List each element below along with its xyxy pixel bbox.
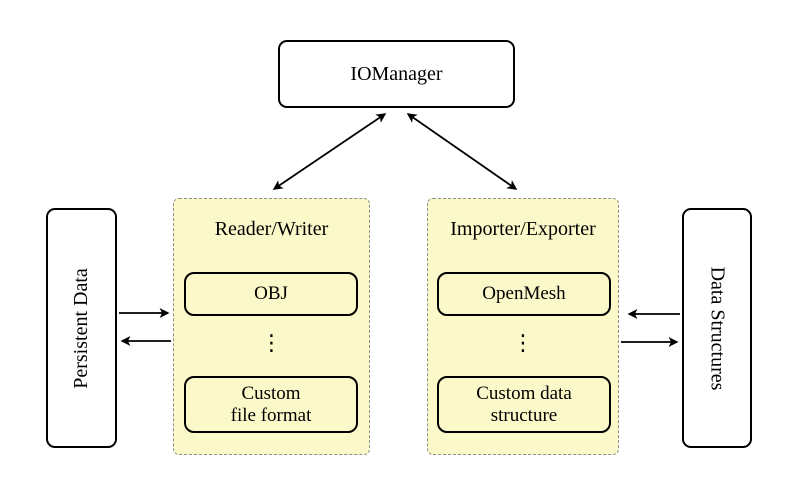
io-manager-label: IOManager — [350, 62, 443, 85]
reader-writer-ellipsis: ⋮ — [260, 331, 283, 356]
custom-data-structure-node: Custom data structure — [437, 376, 611, 433]
obj-node: OBJ — [184, 272, 358, 316]
reader-writer-group: Reader/Writer OBJ ⋮ Custom file format — [173, 198, 370, 455]
arrow-iomanager-importerexporter — [406, 113, 518, 190]
importer-exporter-title: Importer/Exporter — [450, 218, 596, 240]
data-structures-node: Data Structures — [682, 208, 752, 448]
importer-exporter-ellipsis: ⋮ — [512, 331, 534, 356]
data-structures-label: Data Structures — [706, 266, 729, 390]
openmesh-node: OpenMesh — [437, 272, 611, 316]
io-manager-node: IOManager — [278, 40, 515, 108]
reader-writer-title: Reader/Writer — [214, 218, 329, 240]
persistent-data-label: Persistent Data — [70, 267, 92, 389]
custom-file-format-node: Custom file format — [184, 376, 358, 433]
arrow-iomanager-readerwriter — [272, 113, 387, 190]
importer-exporter-group: Importer/Exporter OpenMesh ⋮ Custom data… — [427, 198, 619, 455]
persistent-data-node: Persistent Data — [46, 208, 117, 448]
